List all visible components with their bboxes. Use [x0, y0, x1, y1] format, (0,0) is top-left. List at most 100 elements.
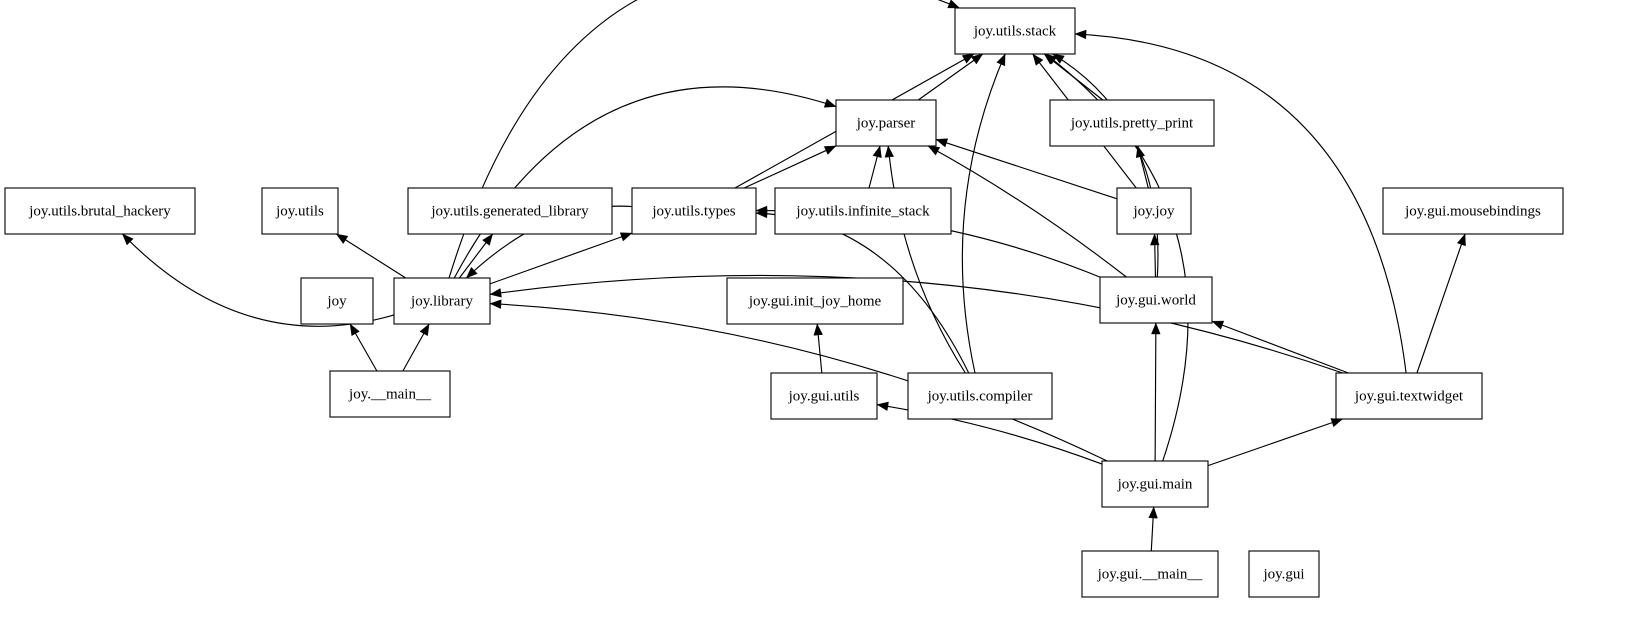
- edge-arrowhead: [489, 299, 502, 309]
- node-joy.parser[interactable]: joy.parser: [835, 99, 937, 147]
- node-box[interactable]: [261, 187, 339, 235]
- edge-joy.gui.textwidget-to-joy.library: [489, 274, 1343, 374]
- node-joy.utils.pretty_print[interactable]: joy.utils.pretty_print: [1049, 99, 1215, 147]
- node-label: joy.utils.stack: [973, 23, 1057, 39]
- edge-arrowhead: [1032, 53, 1044, 66]
- node-box[interactable]: [300, 277, 374, 325]
- node-box[interactable]: [726, 277, 904, 325]
- edge-arrowhead: [872, 145, 882, 159]
- node-label: joy.library: [410, 293, 473, 309]
- node-box[interactable]: [1081, 550, 1219, 598]
- node-box[interactable]: [1049, 99, 1215, 147]
- node-joy[interactable]: joy: [300, 277, 374, 325]
- node-label: joy.utils.generated_library: [430, 203, 589, 219]
- node-box[interactable]: [393, 277, 491, 325]
- node-joy.utils.infinite_stack[interactable]: joy.utils.infinite_stack: [774, 187, 952, 235]
- edge-arrowhead: [349, 323, 360, 337]
- node-joy.gui.init_joy_home[interactable]: joy.gui.init_joy_home: [726, 277, 904, 325]
- edge-arrowhead: [482, 233, 493, 246]
- node-box[interactable]: [329, 370, 451, 418]
- node-joy.gui.utils[interactable]: joy.gui.utils: [770, 372, 878, 420]
- node-joy.__main__[interactable]: joy.__main__: [329, 370, 451, 418]
- node-joy.joy[interactable]: joy.joy: [1116, 187, 1192, 235]
- edge-joy.parser-to-joy.utils.stack: [917, 53, 984, 101]
- edge-arrowhead: [335, 233, 349, 244]
- edge-arrowhead: [813, 323, 823, 336]
- edge-joy.library-to-joy.utils: [335, 233, 407, 279]
- edge-joy.utils.types-to-joy.parser: [743, 145, 837, 189]
- node-label: joy.utils: [275, 203, 324, 219]
- edge-joy.gui.textwidget-to-joy.gui.mousebindings: [1416, 233, 1466, 374]
- node-box[interactable]: [1382, 187, 1564, 235]
- edge-arrowhead: [1148, 506, 1158, 519]
- node-label: joy.gui.init_joy_home: [748, 293, 882, 309]
- edge-arrowhead: [876, 401, 889, 411]
- edge-layer: [122, 0, 1466, 552]
- node-label: joy.gui.main: [1117, 476, 1193, 492]
- node-joy.gui.mousebindings[interactable]: joy.gui.mousebindings: [1382, 187, 1564, 235]
- node-joy.gui.world[interactable]: joy.gui.world: [1099, 276, 1213, 324]
- edge-arrowhead: [935, 138, 949, 148]
- edge-arrowhead: [823, 145, 837, 155]
- edge-arrowhead: [1052, 53, 1065, 64]
- node-box[interactable]: [4, 187, 196, 235]
- node-box[interactable]: [770, 372, 878, 420]
- edge-arrowhead: [1456, 233, 1466, 247]
- edge-joy.gui.textwidget-to-joy.utils.stack: [1074, 33, 1407, 374]
- edge-arrowhead: [1330, 418, 1344, 428]
- node-label: joy.utils.brutal_hackery: [28, 203, 171, 219]
- node-box[interactable]: [1099, 276, 1213, 324]
- node-box[interactable]: [1116, 187, 1192, 235]
- edge-arrowhead: [1045, 53, 1058, 65]
- node-label: joy.utils.compiler: [927, 388, 1033, 404]
- edge-arrowhead: [1211, 320, 1225, 330]
- edge-joy.gui.main-to-joy.library: [489, 303, 1108, 462]
- edge-arrowhead: [823, 98, 837, 108]
- node-label: joy.utils.infinite_stack: [795, 203, 930, 219]
- edge-arrowhead: [619, 232, 633, 242]
- node-label: joy.utils.types: [651, 203, 735, 219]
- node-joy.utils.compiler[interactable]: joy.utils.compiler: [907, 372, 1053, 420]
- node-label: joy.gui.mousebindings: [1404, 203, 1541, 219]
- node-joy.utils.brutal_hackery[interactable]: joy.utils.brutal_hackery: [4, 187, 196, 235]
- edge-joy.gui.world-to-joy.parser: [927, 145, 1127, 278]
- node-box[interactable]: [954, 7, 1076, 55]
- node-joy.utils.types[interactable]: joy.utils.types: [631, 187, 757, 235]
- edge-arrowhead: [996, 53, 1006, 67]
- node-label: joy.__main__: [348, 386, 431, 402]
- node-label: joy.gui.world: [1115, 292, 1196, 308]
- node-label: joy.gui: [1262, 566, 1304, 582]
- node-box[interactable]: [1335, 372, 1483, 420]
- node-layer: joy.utils.stack joy.parser joy.utils.prett…: [4, 7, 1564, 598]
- node-box[interactable]: [774, 187, 952, 235]
- node-joy.gui.textwidget[interactable]: joy.gui.textwidget: [1335, 372, 1483, 420]
- edge-joy.gui.main-to-joy.gui.textwidget: [1207, 418, 1343, 467]
- node-label: joy.utils.pretty_print: [1070, 115, 1194, 131]
- node-box[interactable]: [631, 187, 757, 235]
- node-label: joy: [326, 293, 347, 309]
- node-label: joy.joy: [1132, 203, 1175, 219]
- node-joy.gui.__main__[interactable]: joy.gui.__main__: [1081, 550, 1219, 598]
- node-box[interactable]: [907, 372, 1053, 420]
- node-joy.gui.main[interactable]: joy.gui.main: [1101, 460, 1209, 508]
- node-joy.utils.generated_library[interactable]: joy.utils.generated_library: [407, 187, 613, 235]
- edge-joy.gui.main-to-joy.gui.world: [1154, 322, 1157, 462]
- node-joy.utils.stack[interactable]: joy.utils.stack: [954, 7, 1076, 55]
- edge-arrowhead: [884, 145, 894, 158]
- node-box[interactable]: [407, 187, 613, 235]
- edge-joy.library-to-joy.utils.stack: [448, 0, 960, 279]
- edge-arrowhead: [755, 205, 768, 216]
- edge-arrowhead: [419, 323, 430, 337]
- node-label: joy.parser: [856, 115, 916, 131]
- node-box[interactable]: [1101, 460, 1209, 508]
- edge-arrowhead: [1151, 322, 1161, 335]
- edge-joy.joy-to-joy.parser: [935, 138, 1118, 200]
- node-joy.gui[interactable]: joy.gui: [1248, 550, 1320, 598]
- node-box[interactable]: [1248, 550, 1320, 598]
- node-box[interactable]: [835, 99, 937, 147]
- edge-arrowhead: [122, 233, 134, 246]
- node-joy.library[interactable]: joy.library: [393, 277, 491, 325]
- edge-joy.gui.main-to-joy.gui.utils: [876, 403, 1103, 465]
- node-joy.utils[interactable]: joy.utils: [261, 187, 339, 235]
